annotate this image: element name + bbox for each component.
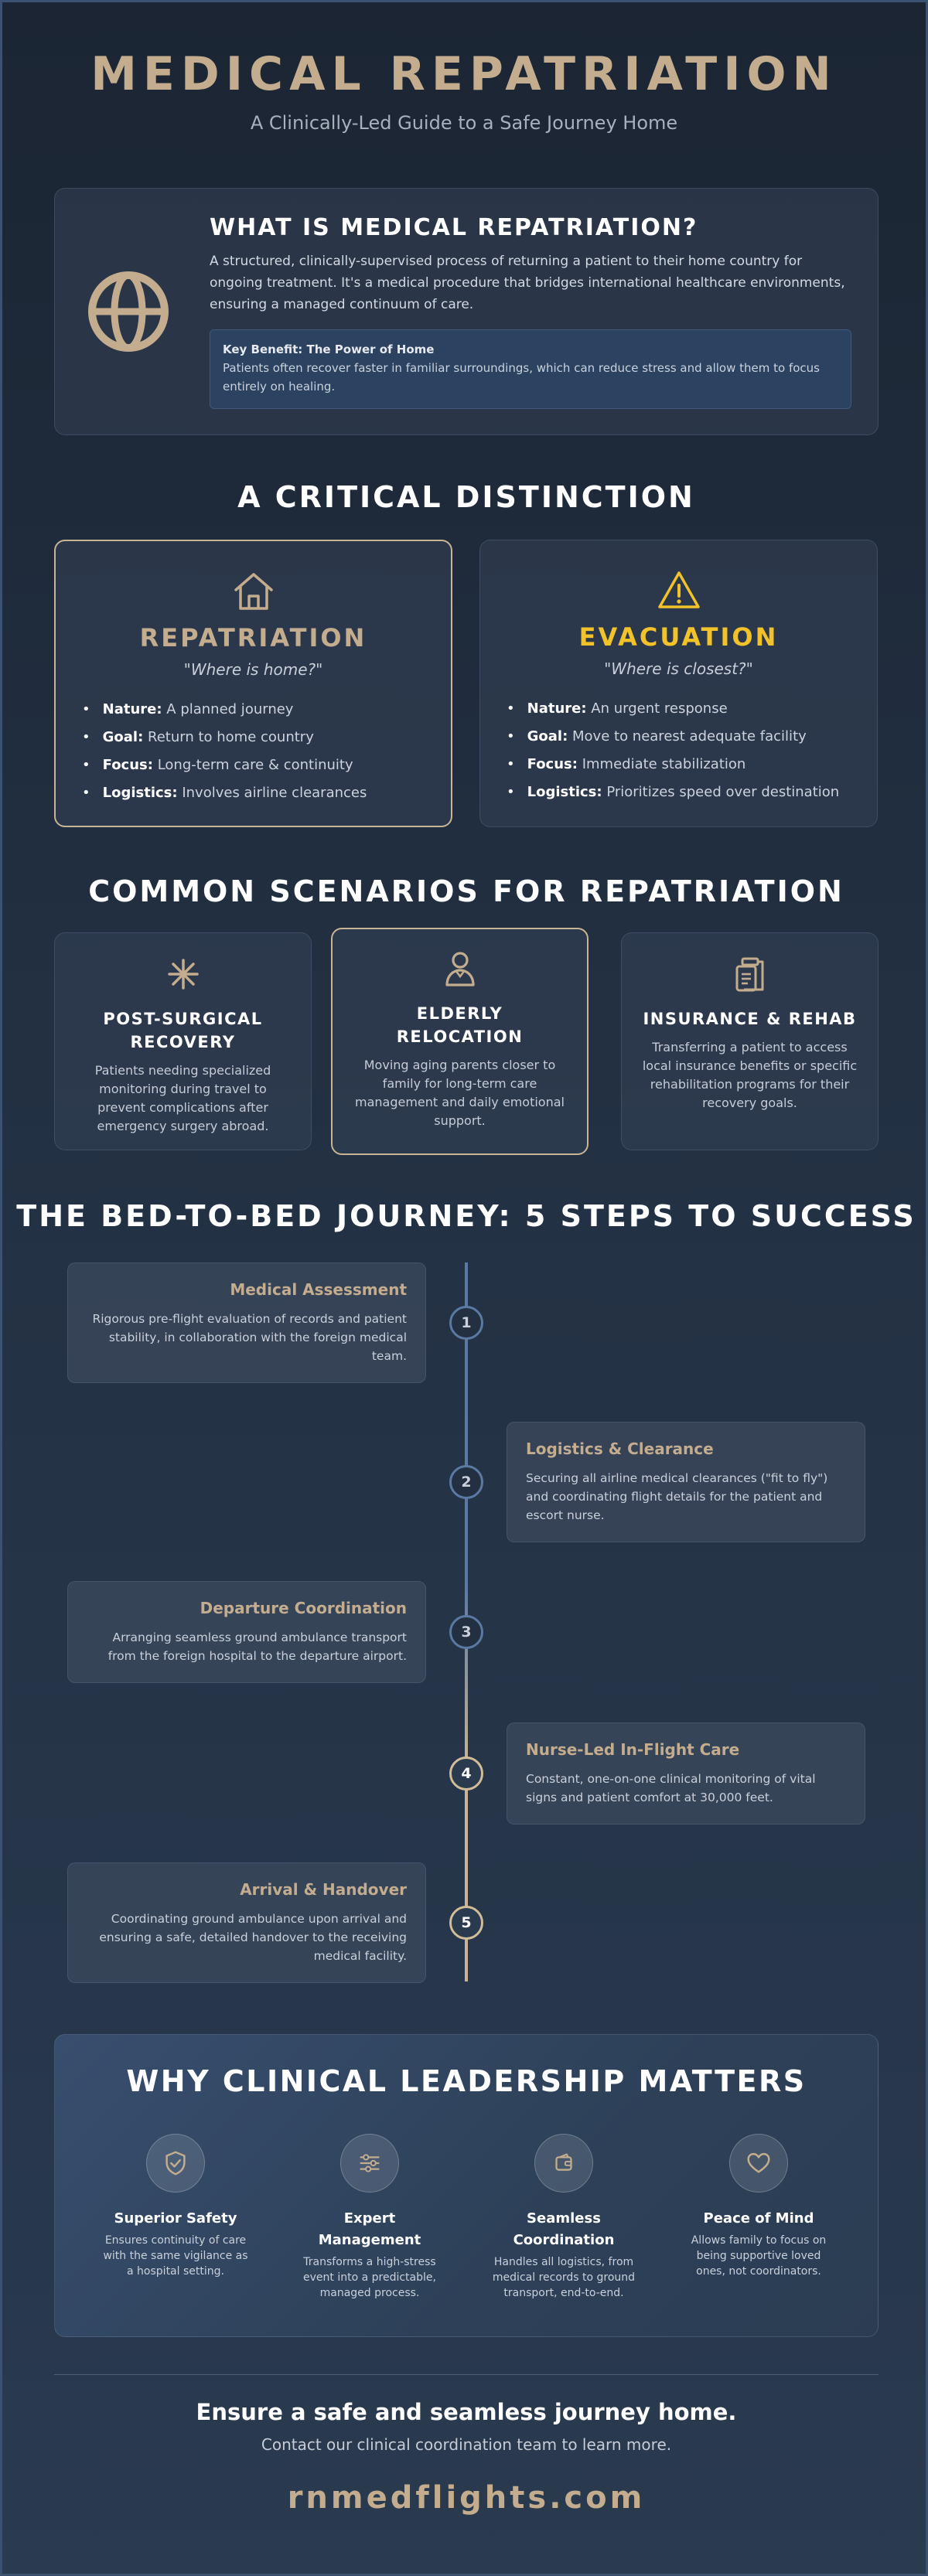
header: MEDICAL REPATRIATION A Clinically-Led Gu… xyxy=(2,2,926,134)
why-item-coordination: Seamless Coordination Handles all logist… xyxy=(486,2134,641,2301)
globe-icon xyxy=(86,269,171,354)
warning-icon xyxy=(657,568,701,613)
step-card-3: Departure Coordination Arranging seamles… xyxy=(67,1581,426,1683)
scenario-text: Transferring a patient to access local i… xyxy=(642,1040,858,1110)
website-link[interactable]: rnmedflights.com xyxy=(287,2480,646,2516)
scenario-title: POST-SURGICAL RECOVERY xyxy=(103,1010,263,1051)
step-title: Logistics & Clearance xyxy=(526,1440,714,1458)
elderly-person-icon xyxy=(441,949,479,988)
heart-icon xyxy=(729,2134,788,2193)
step-number-5: 5 xyxy=(449,1906,483,1940)
page-subtitle: A Clinically-Led Guide to a Safe Journey… xyxy=(250,112,678,134)
asterisk-icon xyxy=(164,955,203,993)
footer-cta: Contact our clinical coordination team t… xyxy=(261,2435,672,2454)
list-item: Logistics: Involves airline clearances xyxy=(82,779,451,807)
list-item: Nature: An urgent response xyxy=(507,695,877,723)
clipboard-icon xyxy=(731,955,769,993)
why-heading: WHY CLINICAL LEADERSHIP MATTERS xyxy=(126,2064,807,2098)
why-item-title: Peace of Mind xyxy=(703,2210,814,2227)
step-text: Constant, one-on-one clinical monitoring… xyxy=(526,1772,816,1804)
repatriation-card: REPATRIATION "Where is home?" Nature: A … xyxy=(54,540,452,827)
step-number-2: 2 xyxy=(449,1465,483,1499)
key-benefit-text: Patients often recover faster in familia… xyxy=(223,361,820,394)
evacuation-title: EVACUATION xyxy=(578,622,779,652)
step-text: Securing all airline medical clearances … xyxy=(526,1471,828,1522)
repatriation-title: REPATRIATION xyxy=(139,623,367,653)
what-is-card: WHAT IS MEDICAL REPATRIATION? A structur… xyxy=(54,188,879,435)
distinction-heading: A CRITICAL DISTINCTION xyxy=(237,480,695,514)
footer-tagline: Ensure a safe and seamless journey home. xyxy=(196,2399,737,2425)
step-card-2: Logistics & Clearance Securing all airli… xyxy=(507,1422,865,1542)
scenario-title: ELDERLY RELOCATION xyxy=(396,1004,524,1046)
why-item-text: Handles all logistics, from medical reco… xyxy=(492,2256,636,2299)
evacuation-list: Nature: An urgent response Goal: Move to… xyxy=(507,695,877,806)
why-item-title: Expert Management xyxy=(318,2210,421,2248)
what-is-heading: WHAT IS MEDICAL REPATRIATION? xyxy=(210,214,698,241)
why-item-text: Transforms a high-stress event into a pr… xyxy=(303,2256,436,2299)
what-is-text: A structured, clinically-supervised proc… xyxy=(210,254,845,312)
scenario-text: Patients needing specialized monitoring … xyxy=(94,1063,271,1133)
step-card-1: Medical Assessment Rigorous pre-flight e… xyxy=(67,1262,426,1383)
why-item-safety: Superior Safety Ensures continuity of ca… xyxy=(98,2134,253,2279)
list-item: Focus: Immediate stabilization xyxy=(507,751,877,779)
step-text: Rigorous pre-flight evaluation of record… xyxy=(92,1312,407,1363)
key-benefit-box: Key Benefit: The Power of Home Patients … xyxy=(210,329,851,409)
why-item-peace: Peace of Mind Allows family to focus on … xyxy=(681,2134,836,2279)
why-item-text: Ensures continuity of care with the same… xyxy=(103,2234,248,2278)
list-item: Goal: Move to nearest adequate facility xyxy=(507,723,877,751)
step-title: Arrival & Handover xyxy=(240,1880,407,1899)
key-benefit-title: Key Benefit: The Power of Home xyxy=(223,342,435,356)
step-text: Arranging seamless ground ambulance tran… xyxy=(107,1630,407,1663)
evacuation-quote: "Where is closest?" xyxy=(604,659,753,678)
home-icon xyxy=(231,569,276,614)
step-text: Coordinating ground ambulance upon arriv… xyxy=(99,1912,407,1963)
footer-divider xyxy=(54,2374,879,2375)
wallet-icon xyxy=(534,2134,593,2193)
scenario-card-insurance: INSURANCE & REHAB Transferring a patient… xyxy=(621,932,879,1150)
why-clinical-card: WHY CLINICAL LEADERSHIP MATTERS Superior… xyxy=(54,2034,879,2337)
step-card-4: Nurse-Led In-Flight Care Constant, one-o… xyxy=(507,1722,865,1825)
why-item-title: Superior Safety xyxy=(114,2210,237,2227)
scenario-text: Moving aging parents closer to family fo… xyxy=(355,1058,565,1128)
step-card-5: Arrival & Handover Coordinating ground a… xyxy=(67,1862,426,1983)
repatriation-quote: "Where is home?" xyxy=(183,660,323,679)
sliders-icon xyxy=(340,2134,399,2193)
why-item-text: Allows family to focus on being supporti… xyxy=(691,2234,827,2278)
scenarios-heading: COMMON SCENARIOS FOR REPATRIATION xyxy=(88,874,844,908)
scenario-card-post-surgical: POST-SURGICAL RECOVERY Patients needing … xyxy=(54,932,312,1150)
step-title: Departure Coordination xyxy=(200,1599,407,1617)
shield-check-icon xyxy=(146,2134,205,2193)
why-item-management: Expert Management Transforms a high-stre… xyxy=(292,2134,447,2301)
repatriation-list: Nature: A planned journey Goal: Return t… xyxy=(82,696,451,807)
scenario-card-elderly: ELDERLY RELOCATION Moving aging parents … xyxy=(331,928,589,1155)
scenario-title: INSURANCE & REHAB xyxy=(643,1010,857,1028)
step-number-3: 3 xyxy=(449,1615,483,1649)
evacuation-card: EVACUATION "Where is closest?" Nature: A… xyxy=(479,540,878,827)
page-title: MEDICAL REPATRIATION xyxy=(90,47,838,101)
list-item: Logistics: Prioritizes speed over destin… xyxy=(507,779,877,806)
list-item: Goal: Return to home country xyxy=(82,724,451,751)
list-item: Focus: Long-term care & continuity xyxy=(82,751,451,779)
step-number-4: 4 xyxy=(449,1757,483,1791)
list-item: Nature: A planned journey xyxy=(82,696,451,724)
journey-heading: THE BED-TO-BED JOURNEY: 5 STEPS TO SUCCE… xyxy=(16,1199,916,1233)
step-title: Medical Assessment xyxy=(230,1280,407,1299)
why-item-title: Seamless Coordination xyxy=(513,2210,615,2248)
step-title: Nurse-Led In-Flight Care xyxy=(526,1740,740,1759)
step-number-1: 1 xyxy=(449,1306,483,1340)
